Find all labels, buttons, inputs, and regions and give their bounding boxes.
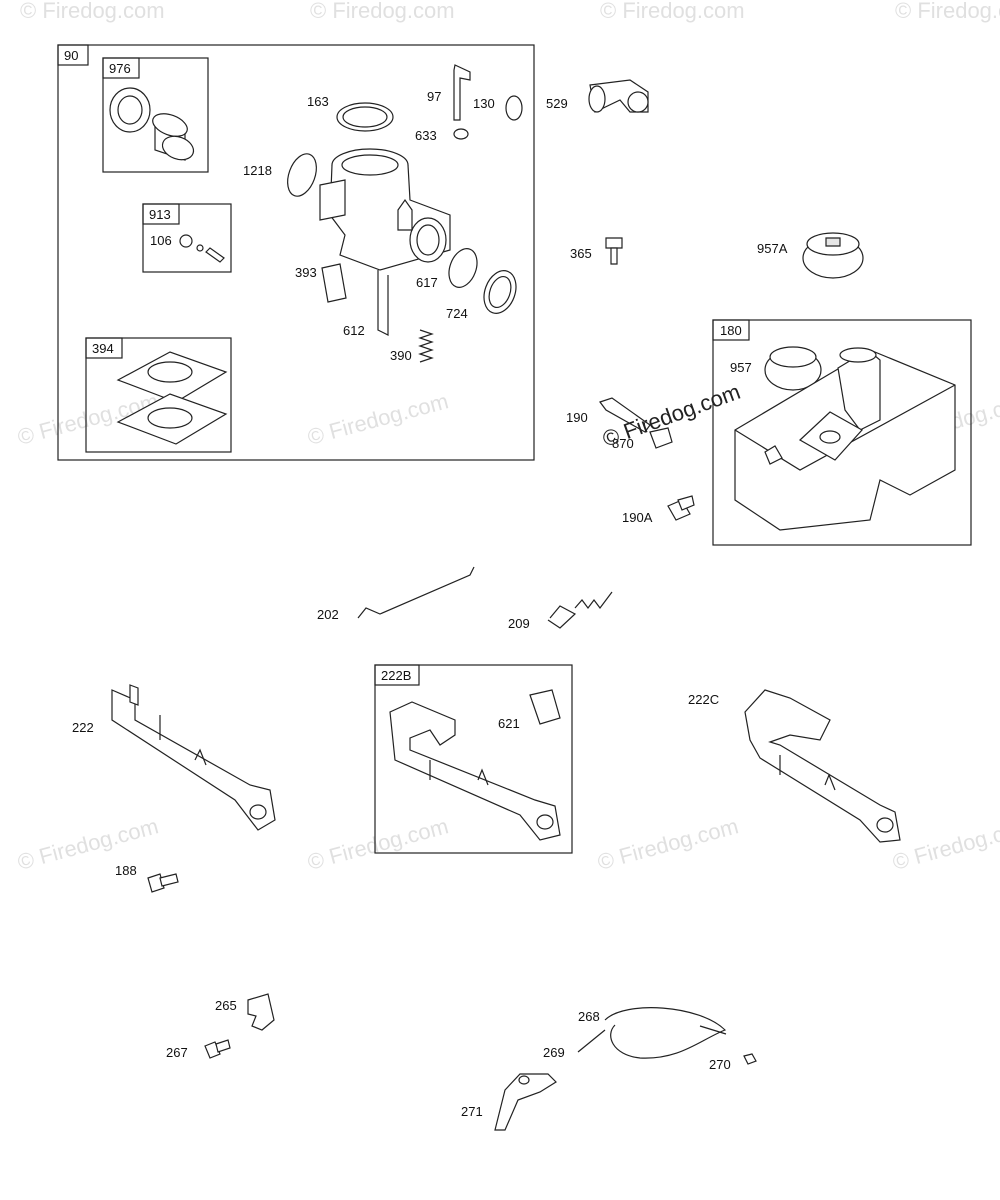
group-label-180: 180 (720, 323, 742, 338)
group-180-frame (712, 319, 972, 546)
part-label-957A: 957A (757, 241, 788, 256)
watermark: © Firedog.com (600, 0, 745, 23)
part-976-repair-kit-drawing (109, 87, 195, 161)
part-label-106: 106 (150, 233, 172, 248)
part-222B-bracket-drawing (389, 701, 561, 841)
part-label-957: 957 (730, 360, 752, 375)
watermark: © Firedog.com (595, 813, 741, 875)
part-label-222C: 222C (688, 692, 719, 707)
group-976-tag (102, 57, 140, 79)
part-1218-gasket (287, 153, 317, 197)
part-870-spacer (649, 427, 673, 449)
part-label-270: 270 (709, 1057, 731, 1072)
part-label-188: 188 (115, 863, 137, 878)
part-label-271: 271 (461, 1104, 483, 1119)
part-label-209: 209 (508, 616, 530, 631)
part-393-float (321, 263, 347, 303)
part-97-throttle-shaft (453, 64, 471, 121)
part-269-wire (577, 1029, 606, 1053)
part-267-screw-drawing (204, 1039, 231, 1059)
group-label-976: 976 (109, 61, 131, 76)
part-label-268: 268 (578, 1009, 600, 1024)
part-265-clamp (247, 993, 275, 1031)
group-222B: 222B 621 (374, 664, 573, 854)
watermark: © Firedog.com (305, 813, 451, 875)
watermark: © Firedog.com (890, 813, 1000, 875)
part-390-spring (418, 329, 434, 363)
part-label-633: 633 (415, 128, 437, 143)
part-label-163: 163 (307, 94, 329, 109)
group-label-90: 90 (64, 48, 78, 63)
part-365-screw-drawing (605, 237, 623, 265)
part-label-393: 393 (295, 265, 317, 280)
part-label-617: 617 (416, 275, 438, 290)
part-label-265: 265 (215, 998, 237, 1013)
group-label-394: 394 (92, 341, 114, 356)
part-label-724: 724 (446, 306, 468, 321)
part-label-222: 222 (72, 720, 94, 735)
part-633-seal (453, 128, 469, 140)
part-268-cable (604, 1007, 727, 1059)
part-163-gasket-inner (342, 106, 388, 128)
part-label-621: 621 (498, 716, 520, 731)
part-209-spring-drawing (547, 591, 613, 629)
watermark: © Firedog.com (895, 0, 1000, 23)
part-label-870: 870 (612, 436, 634, 451)
part-202-governor-link (357, 566, 475, 619)
part-394-gasket-drawing (116, 351, 228, 445)
part-617-seal (448, 248, 478, 288)
part-label-269: 269 (543, 1045, 565, 1060)
part-190-bolt (599, 397, 651, 433)
watermark: © Firedog.com (15, 813, 161, 875)
watermark: © Firedog.com (310, 0, 455, 23)
group-90-tag (57, 44, 89, 66)
part-180-fuel-tank-drawing (734, 346, 956, 531)
group-913-tag (142, 203, 180, 225)
part-label-97: 97 (427, 89, 441, 104)
part-label-365: 365 (570, 246, 592, 261)
part-222C-bracket-drawing (744, 689, 901, 843)
part-190A-bolt-drawing (667, 495, 695, 521)
group-label-913: 913 (149, 207, 171, 222)
group-180: 180 957 (712, 319, 972, 546)
part-529-elbow-drawing (588, 79, 649, 113)
watermark: © Firedog.com (305, 388, 451, 450)
group-90: 90 976 913 106 394 (57, 44, 535, 461)
part-label-190: 190 (566, 410, 588, 425)
part-label-202: 202 (317, 607, 339, 622)
group-180-tag (712, 319, 750, 341)
group-394-tag (85, 337, 123, 359)
part-label-529: 529 (546, 96, 568, 111)
group-label-222B: 222B (381, 668, 411, 683)
part-130-valve (505, 95, 523, 121)
group-222B-tag (374, 664, 420, 686)
part-222-control-bracket-drawing (111, 684, 276, 831)
part-270-nut (743, 1053, 757, 1065)
part-label-612: 612 (343, 323, 365, 338)
group-90-frame (57, 44, 535, 461)
part-913-needle-seat-drawing (179, 234, 225, 263)
carburetor-body-drawing (319, 148, 451, 336)
part-label-390: 390 (390, 348, 412, 363)
part-268-cable-end (699, 1025, 727, 1035)
group-394-frame (85, 337, 232, 453)
part-621-clip (529, 689, 561, 725)
part-724-seal-inner (488, 275, 512, 309)
group-913-frame (142, 203, 232, 273)
part-957A-fuel-cap-drawing (802, 232, 864, 279)
group-976-frame (102, 57, 209, 173)
part-label-267: 267 (166, 1045, 188, 1060)
watermark: © Firedog.com (20, 0, 165, 23)
part-188-screw-drawing (147, 873, 179, 893)
part-271-lever-drawing (494, 1073, 557, 1131)
part-label-190A: 190A (622, 510, 653, 525)
part-label-1218: 1218 (243, 163, 272, 178)
group-222B-frame (374, 664, 573, 854)
part-label-130: 130 (473, 96, 495, 111)
